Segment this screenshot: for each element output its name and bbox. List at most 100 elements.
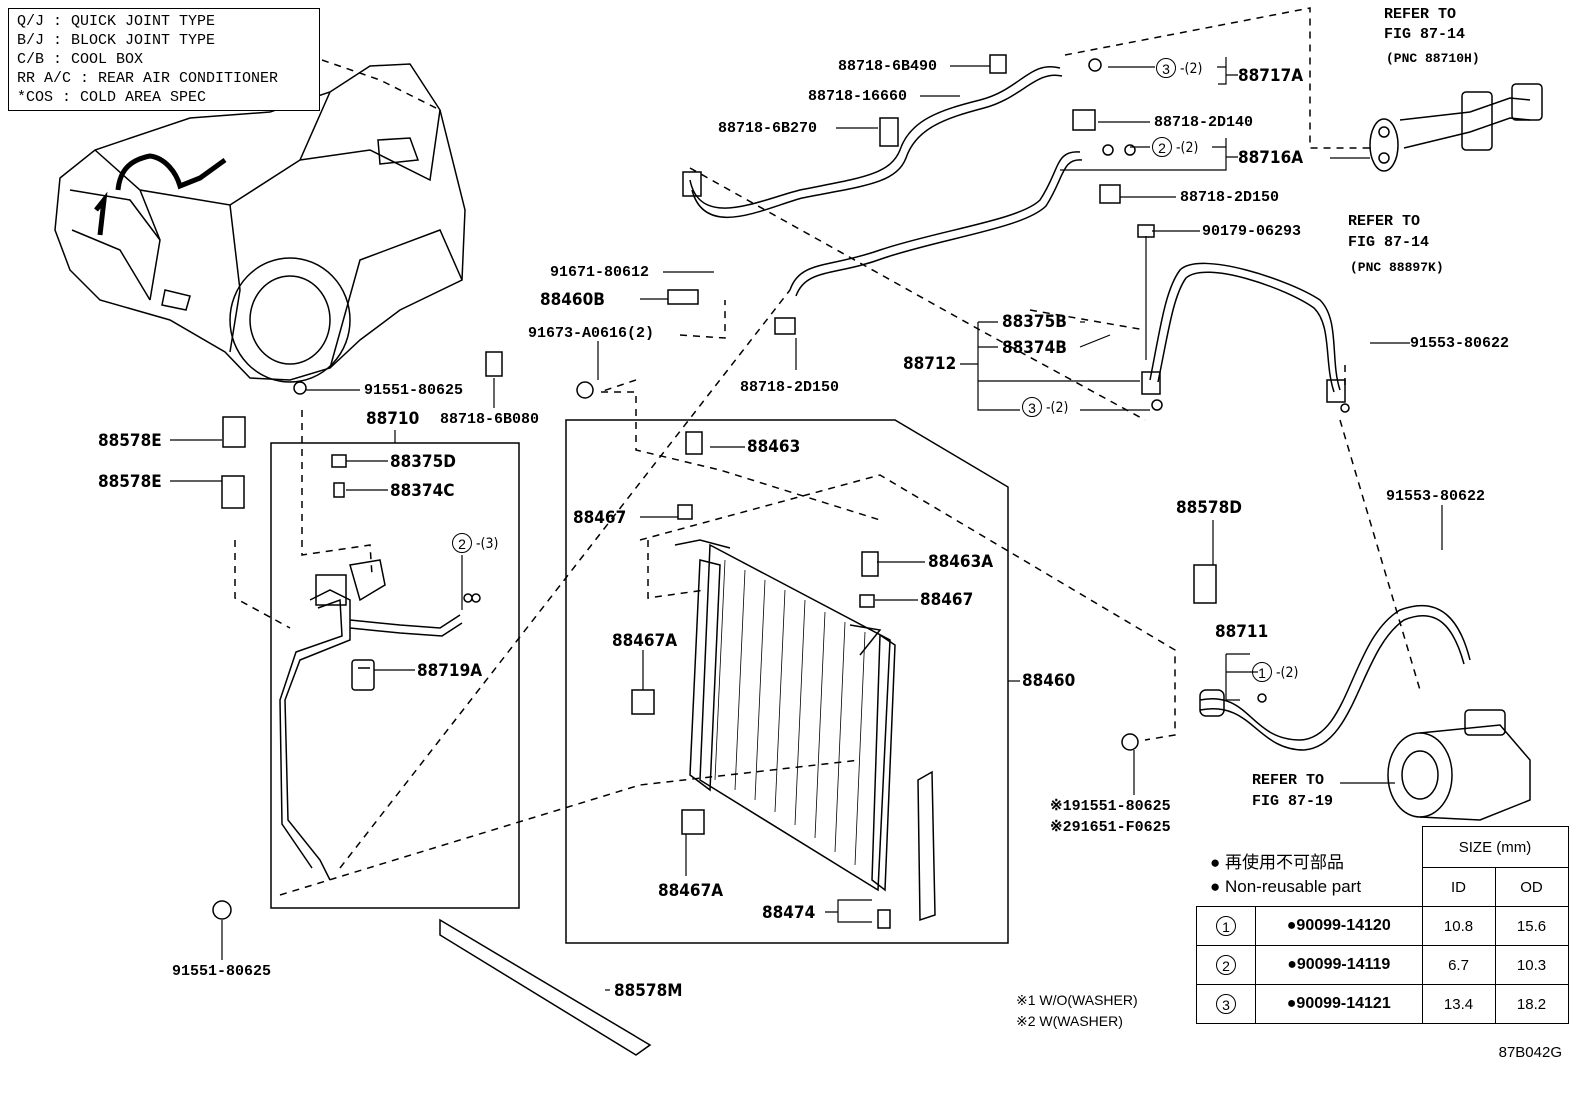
liquid-pipe (279, 559, 463, 881)
oring-id: 6.7 (1421, 945, 1496, 985)
insulator-88578E-2 (221, 475, 245, 509)
part-callout[interactable]: 88375D (390, 452, 456, 472)
part-callout[interactable]: 88718-6B270 (718, 120, 818, 137)
part-callout[interactable]: 88467A (658, 881, 724, 901)
legend-item: B/J : BLOCK JOINT TYPE (17, 32, 216, 49)
note: ※2 W(WASHER) (1016, 1013, 1123, 1029)
pressure-switch-88719A (351, 659, 375, 691)
oring-ref[interactable]: 3 -(2) (1022, 397, 1068, 417)
part-callout[interactable]: 88578E (98, 472, 162, 492)
oring-od: 15.6 (1494, 906, 1569, 946)
abbreviation-legend: Q/J : QUICK JOINT TYPE B/J : BLOCK JOINT… (8, 8, 320, 111)
part-callout[interactable]: 88460 (1022, 671, 1076, 691)
part-callout[interactable]: 88718-2D150 (1180, 189, 1280, 206)
part-callout[interactable]: 88474 (762, 903, 816, 923)
oring-ref[interactable]: 3 -(2) (1156, 58, 1202, 78)
insulator-88578E-1 (222, 416, 246, 448)
part-callout[interactable]: 91553-80622 (1410, 335, 1510, 352)
part-callout[interactable]: 91673-A0616(2) (528, 325, 655, 342)
oring-id: 13.4 (1421, 984, 1496, 1024)
figure-ref[interactable]: FIG 87-14 (1348, 234, 1430, 251)
part-callout[interactable]: 88467 (920, 590, 974, 610)
part-callout[interactable]: 88719A (417, 661, 483, 681)
figure-ref[interactable]: FIG 87-14 (1384, 26, 1466, 43)
oring-size-table: SIZE (mm) ID OD 1 ●90099-14120 10.8 15.6… (1196, 826, 1569, 1024)
table-row: 3 ●90099-14121 13.4 18.2 (1196, 984, 1569, 1024)
part-callout[interactable]: ※291651-F0625 (1050, 819, 1171, 836)
part-callout[interactable]: 88710 (366, 409, 420, 429)
od-header: OD (1494, 867, 1569, 907)
part-callout[interactable]: 88374B (1002, 338, 1067, 358)
oring-part-number[interactable]: ●90099-14121 (1255, 984, 1423, 1024)
oring-ref[interactable]: 2 -(3) (452, 533, 498, 553)
part-callout[interactable]: 91551-80625 (364, 382, 464, 399)
part-callout[interactable]: 88463A (928, 552, 994, 572)
vehicle-illustration (54, 63, 466, 383)
part-callout[interactable]: 88716A (1238, 148, 1304, 168)
part-callout[interactable]: 88718-2D150 (740, 379, 840, 396)
part-callout[interactable]: 91671-80612 (550, 264, 650, 281)
oring-number: 1 (1216, 916, 1236, 936)
part-callout[interactable]: 88717A (1238, 66, 1304, 86)
receiver-88474 (877, 770, 936, 929)
oring-ref[interactable]: 2 -(2) (1152, 137, 1198, 157)
oring-number: 1 (1252, 662, 1272, 682)
quantity: (2) (1180, 140, 1199, 156)
figure-ref-pnc: (PNC 88897K) (1350, 260, 1444, 275)
oring-part-number[interactable]: ●90099-14120 (1255, 906, 1423, 946)
quantity: (2) (1050, 400, 1069, 416)
nonreusable-note-en: ● Non-reusable part (1210, 877, 1362, 896)
part-callout[interactable]: 88460B (540, 290, 605, 310)
oring-number: 3 (1156, 58, 1176, 78)
oring-part-number[interactable]: ●90099-14119 (1255, 945, 1423, 985)
part-callout[interactable]: 88718-6B080 (440, 411, 540, 428)
part-callout[interactable]: 90179-06293 (1202, 223, 1302, 240)
part-callout[interactable]: 88718-6B490 (838, 58, 938, 75)
insulator-88578D (1193, 564, 1217, 604)
compressor (1387, 709, 1531, 821)
legend-item: C/B : COOL BOX (17, 51, 144, 68)
hose-88712 (1141, 262, 1346, 403)
dashed-leaders (234, 7, 1421, 896)
part-callout[interactable]: 88711 (1215, 622, 1269, 642)
nonreusable-note-jp: ● 再使用不可部品 (1210, 853, 1344, 872)
oring-od: 18.2 (1494, 984, 1569, 1024)
legend-item: *COS : COLD AREA SPEC (17, 89, 207, 106)
quantity: (2) (1280, 665, 1299, 681)
quantity: (3) (480, 536, 499, 552)
part-callout[interactable]: 88375B (1002, 312, 1067, 332)
oring-number: 2 (1216, 955, 1236, 975)
table-row: 2 ●90099-14119 6.7 10.3 (1196, 945, 1569, 985)
part-callout[interactable]: 88712 (903, 354, 957, 374)
hose-88711 (1199, 604, 1471, 751)
part-callout[interactable]: 88374C (390, 481, 455, 501)
oring-number: 3 (1216, 994, 1236, 1014)
figure-ref[interactable]: REFER TO (1348, 213, 1421, 230)
part-callout[interactable]: 88578M (614, 981, 683, 1001)
hose-88717A (682, 65, 1063, 218)
figure-ref[interactable]: REFER TO (1252, 772, 1325, 789)
figure-ref[interactable]: REFER TO (1384, 6, 1457, 23)
figure-ref-pnc: (PNC 88710H) (1386, 51, 1480, 66)
part-callout[interactable]: 88578E (98, 431, 162, 451)
figure-ref[interactable]: FIG 87-19 (1252, 793, 1334, 810)
part-callout[interactable]: 91551-80625 (172, 963, 272, 980)
oring-ref[interactable]: 1 -(2) (1252, 662, 1298, 682)
part-callout[interactable]: 88718-16660 (808, 88, 908, 105)
part-callout[interactable]: 91553-80622 (1386, 488, 1486, 505)
part-callout[interactable]: 88718-2D140 (1154, 114, 1254, 131)
part-callout[interactable]: 88463 (747, 437, 801, 457)
oring-od: 10.3 (1494, 945, 1569, 985)
part-callout[interactable]: 88578D (1176, 498, 1242, 518)
part-callout[interactable]: 88467 (573, 508, 627, 528)
part-callout[interactable]: 88467A (612, 631, 678, 651)
box-88460 (565, 419, 1009, 944)
oring-number: 3 (1022, 397, 1042, 417)
part-callout[interactable]: ※191551-80625 (1050, 798, 1171, 815)
id-header: ID (1421, 867, 1496, 907)
seal-88578M (439, 918, 652, 1056)
size-header: SIZE (mm) (1421, 826, 1569, 868)
legend-item: Q/J : QUICK JOINT TYPE (17, 13, 216, 30)
note: ※1 W/O(WASHER) (1016, 992, 1138, 1008)
quantity: (2) (1184, 61, 1203, 77)
